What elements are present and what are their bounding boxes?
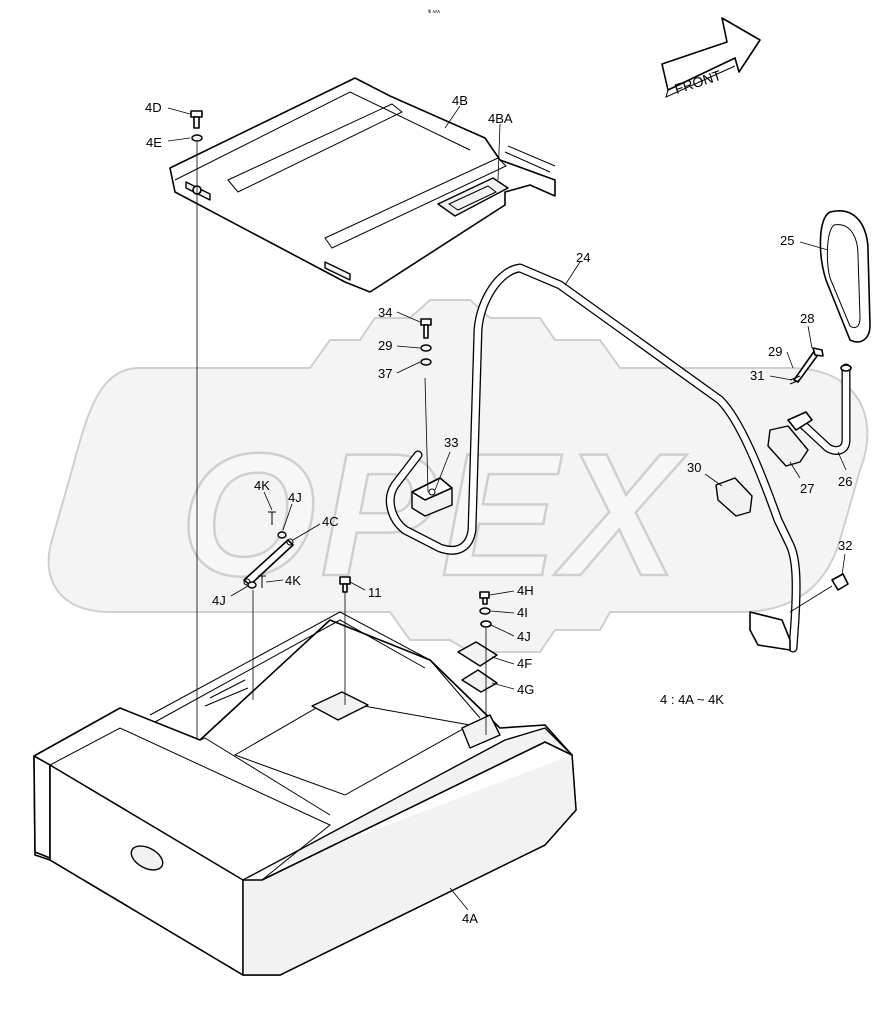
callout-26: 26 xyxy=(838,474,852,489)
callout-4H: 4H xyxy=(517,583,534,598)
callout-4I: 4I xyxy=(517,605,528,620)
callout-27: 27 xyxy=(800,481,814,496)
handrail-24 xyxy=(385,263,801,653)
mirror-stay-26 xyxy=(715,347,852,517)
bolt-4d-washer-4e xyxy=(190,110,203,745)
callout-4F: 4F xyxy=(517,656,532,671)
opex-watermark: OPEX xyxy=(47,299,869,653)
callout-4K-top: 4K xyxy=(254,478,270,493)
callout-24: 24 xyxy=(576,250,590,265)
front-direction-arrow: FRONT xyxy=(661,17,761,98)
leader-lines xyxy=(167,105,847,911)
link-4c-assembly xyxy=(204,511,294,707)
assembly-note: 4 : 4A ~ 4K xyxy=(660,692,724,707)
callout-29a: 29 xyxy=(378,338,392,353)
lid-4b xyxy=(169,77,556,293)
callout-4B: 4B xyxy=(452,93,468,108)
callout-29b: 29 xyxy=(768,344,782,359)
callout-4D: 4D xyxy=(145,100,162,115)
callout-33: 33 xyxy=(444,435,458,450)
bolt-11 xyxy=(339,576,351,705)
mirror-25 xyxy=(819,210,871,343)
callout-4A: 4A xyxy=(462,911,478,926)
callout-4E: 4E xyxy=(146,135,162,150)
callout-28: 28 xyxy=(800,311,814,326)
callout-31: 31 xyxy=(750,368,764,383)
seat-box-4a xyxy=(33,611,577,976)
callout-labels: 4D 4E 4B 4BA 24 25 34 29 37 28 29 31 33 … xyxy=(145,93,852,926)
callout-30: 30 xyxy=(687,460,701,475)
callout-4J-top: 4J xyxy=(288,490,302,505)
bolt-32 xyxy=(789,573,849,613)
callout-32: 32 xyxy=(838,538,852,553)
callout-34: 34 xyxy=(378,305,392,320)
callout-4C: 4C xyxy=(322,514,339,529)
bolt-34-washers xyxy=(420,318,432,366)
callout-4K-bottom: 4K xyxy=(285,573,301,588)
header-mark: ѿ ᴀᴀᴀ xyxy=(428,9,440,15)
bracket-4f-4g-assembly xyxy=(457,591,498,735)
callout-4J-left: 4J xyxy=(212,593,226,608)
callout-11: 11 xyxy=(368,585,382,600)
callout-4BA: 4BA xyxy=(488,111,513,126)
watermark-text: OPEX xyxy=(180,418,688,613)
watermark-gear-outline xyxy=(47,299,869,653)
callout-4J-right: 4J xyxy=(517,629,531,644)
callout-4G: 4G xyxy=(517,682,534,697)
callout-25: 25 xyxy=(780,233,794,248)
callout-37: 37 xyxy=(378,366,392,381)
